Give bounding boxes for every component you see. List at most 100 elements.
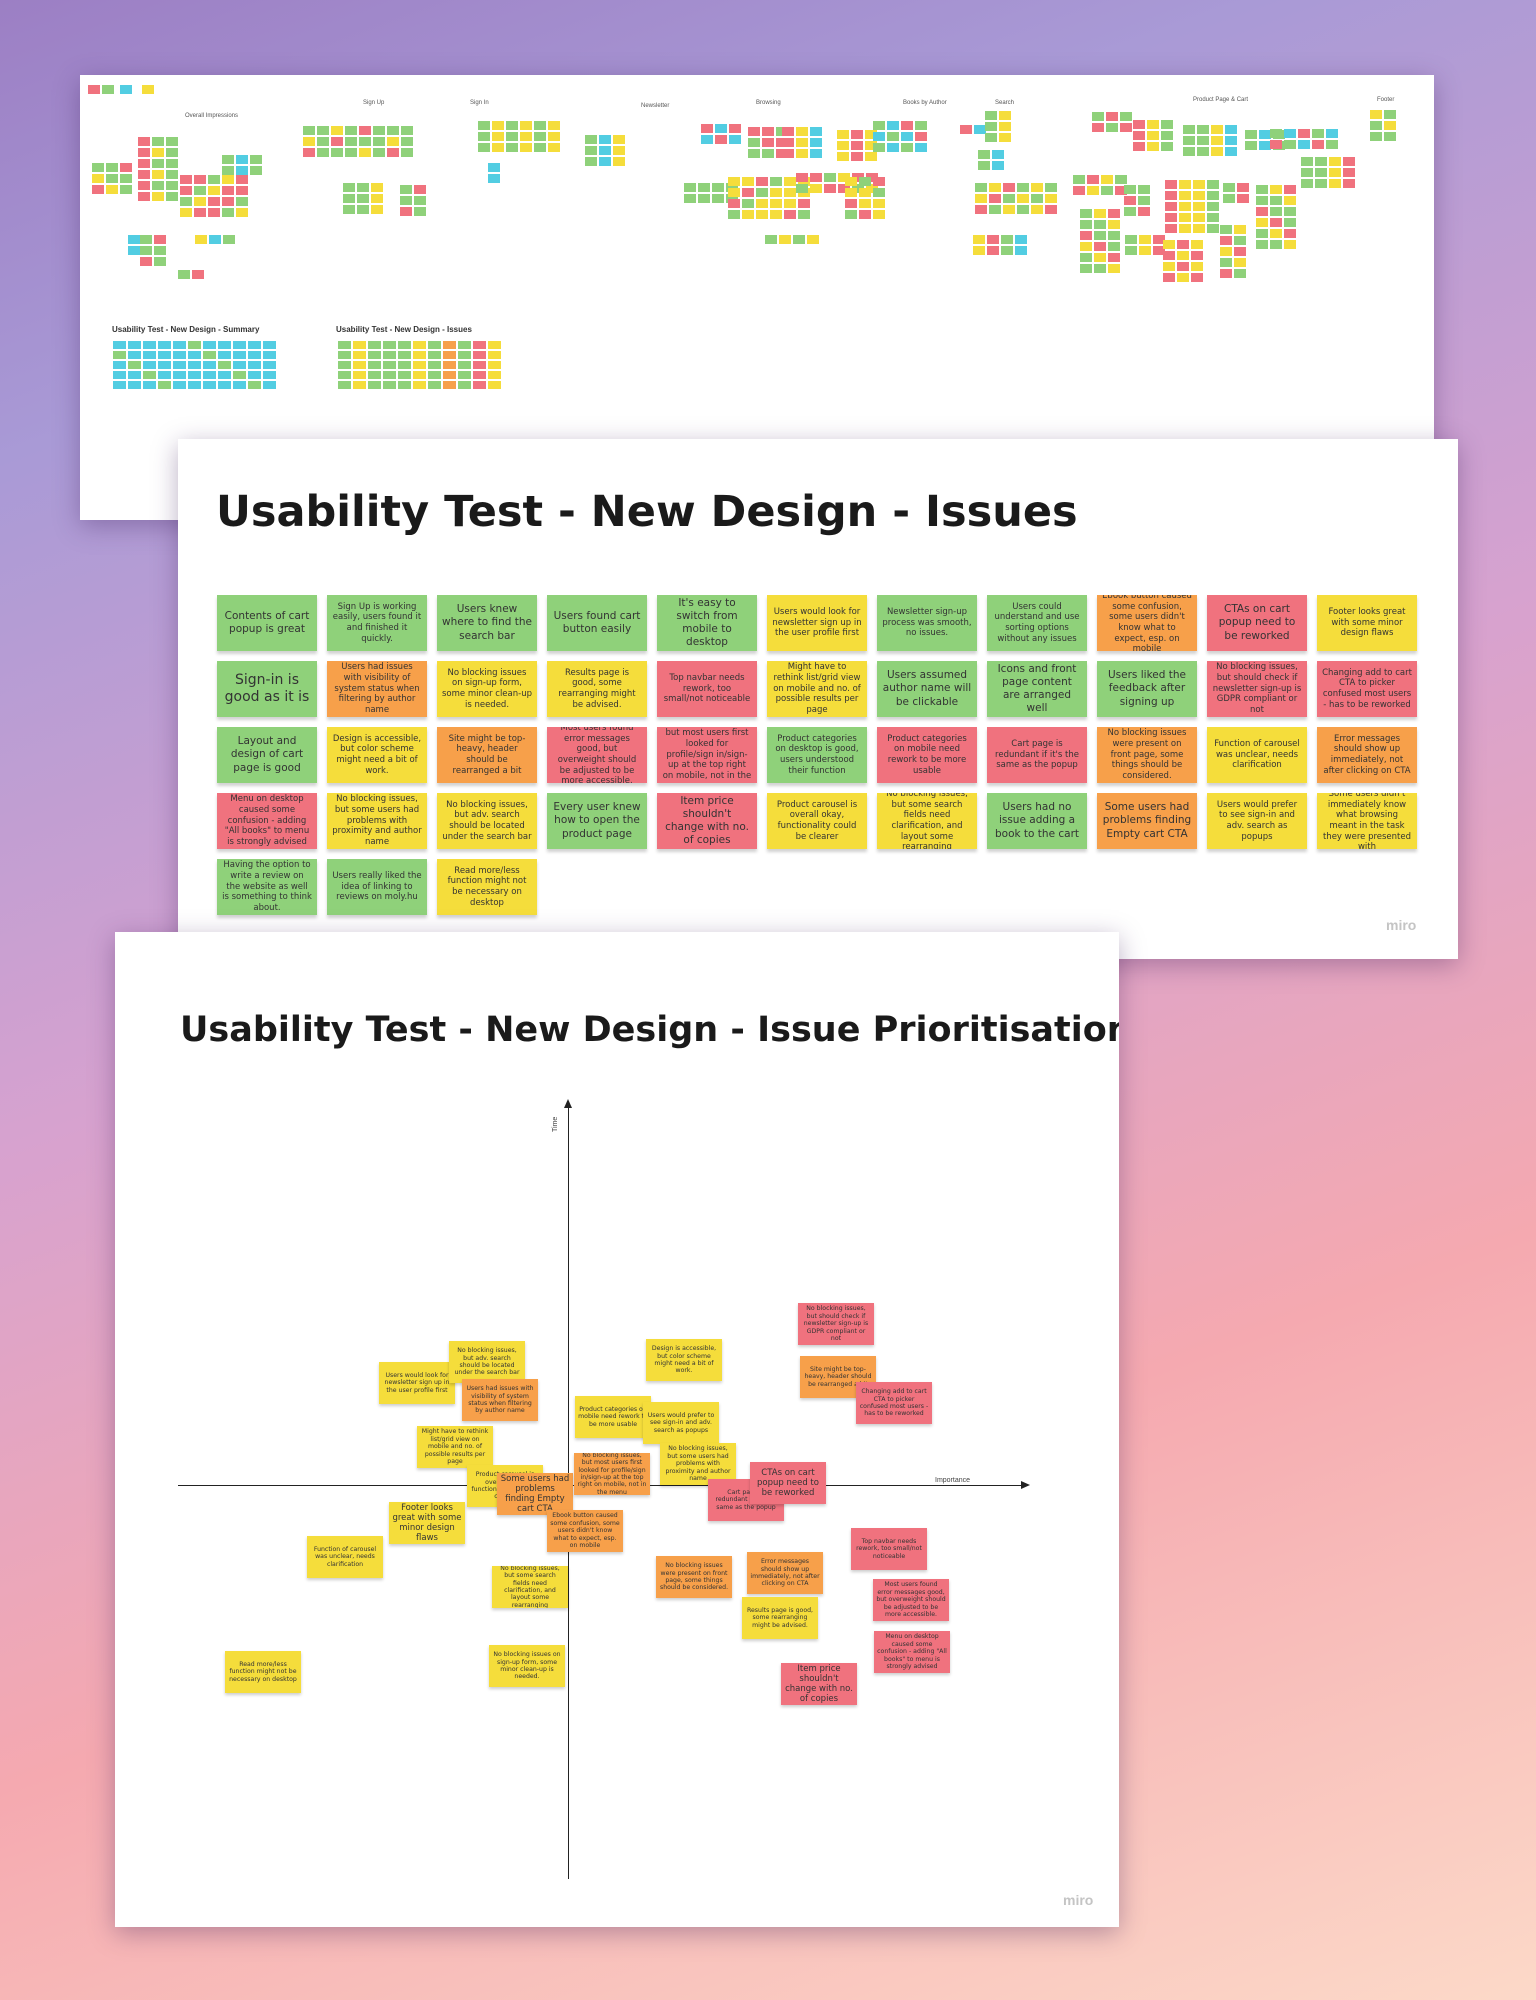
priority-sticky-note[interactable]: CTAs on cart popup need to be reworked xyxy=(750,1462,826,1504)
mini-sticky-note xyxy=(152,137,164,146)
issue-sticky-note[interactable]: No blocking issues, but some users had p… xyxy=(327,793,427,849)
priority-sticky-note[interactable]: Users would prefer to see sign-in and ad… xyxy=(643,1402,719,1444)
issue-sticky-note[interactable]: Users would look for newsletter sign up … xyxy=(767,595,867,651)
priority-sticky-note[interactable]: Menu on desktop caused some confusion - … xyxy=(874,1631,950,1673)
section-label-search: Search xyxy=(995,100,1015,106)
issue-sticky-note[interactable]: Function of carousel was unclear, needs … xyxy=(1207,727,1307,783)
mini-sticky-note xyxy=(978,161,990,170)
issue-sticky-note[interactable]: Top navbar needs rework, too small/not n… xyxy=(657,661,757,717)
priority-sticky-note[interactable]: No blocking issues, but most users first… xyxy=(574,1453,650,1495)
issue-sticky-note[interactable]: Changing add to cart CTA to picker confu… xyxy=(1317,661,1417,717)
issue-sticky-note[interactable]: Users could understand and use sorting o… xyxy=(987,595,1087,651)
mini-sticky-note xyxy=(1161,131,1173,140)
issue-sticky-note[interactable]: CTAs on cart popup need to be reworked xyxy=(1207,595,1307,651)
issue-sticky-note[interactable]: Menu on desktop caused some confusion - … xyxy=(217,793,317,849)
priority-sticky-note[interactable]: Most users found error messages good, bu… xyxy=(873,1579,949,1621)
issue-sticky-note[interactable]: Footer looks great with some minor desig… xyxy=(1317,595,1417,651)
issue-sticky-note[interactable]: No blocking issues, but should check if … xyxy=(1207,661,1307,717)
issue-sticky-note[interactable]: No blocking issues, but adv. search shou… xyxy=(437,793,537,849)
mini-sticky-note xyxy=(548,121,560,130)
mini-sticky-note xyxy=(1191,251,1203,260)
priority-sticky-note[interactable]: Read more/less function might not be nec… xyxy=(225,1651,301,1693)
issue-sticky-note[interactable]: Some users didn't immediately know what … xyxy=(1317,793,1417,849)
priority-sticky-note[interactable]: No blocking issues were present on front… xyxy=(656,1556,732,1598)
issue-sticky-note[interactable]: Icons and front page content are arrange… xyxy=(987,661,1087,717)
issue-sticky-note[interactable]: Sign-in is good as it is xyxy=(217,661,317,717)
issue-sticky-note[interactable]: No blocking issues were present on front… xyxy=(1097,727,1197,783)
issue-sticky-note[interactable]: Users knew where to find the search bar xyxy=(437,595,537,651)
priority-sticky-note[interactable]: Ebook button caused some confusion, some… xyxy=(547,1510,623,1552)
mini-sticky-note xyxy=(128,341,141,349)
priority-sticky-note[interactable]: Item price shouldn't change with no. of … xyxy=(781,1663,857,1705)
mini-sticky-note xyxy=(248,361,261,369)
issue-sticky-note[interactable]: Results page is good, some rearranging m… xyxy=(547,661,647,717)
issue-sticky-note[interactable]: Users really liked the idea of linking t… xyxy=(327,859,427,915)
issue-sticky-note[interactable]: No blocking issues, but some search fiel… xyxy=(877,793,977,849)
mini-sticky-note xyxy=(414,185,426,194)
issue-sticky-note[interactable]: Ebook button caused some confusion, some… xyxy=(1097,595,1197,651)
mini-sticky-note xyxy=(218,341,231,349)
priority-sticky-note[interactable]: Results page is good, some rearranging m… xyxy=(742,1597,818,1639)
priority-sticky-note[interactable]: No blocking issues, but adv. search shou… xyxy=(449,1341,525,1383)
mini-sticky-note xyxy=(398,361,411,369)
issue-sticky-note[interactable]: Cart page is redundant if it's the same … xyxy=(987,727,1087,783)
priority-sticky-note[interactable]: No blocking issues, but should check if … xyxy=(798,1303,874,1345)
priority-sticky-note[interactable]: Design is accessible, but color scheme m… xyxy=(646,1339,722,1381)
priority-sticky-note[interactable]: Error messages should show up immediatel… xyxy=(747,1552,823,1594)
mini-sticky-note xyxy=(992,150,1004,159)
issue-sticky-note[interactable]: Product categories on desktop is good, u… xyxy=(767,727,867,783)
issue-sticky-note[interactable]: Product carousel is overall okay, functi… xyxy=(767,793,867,849)
mini-sticky-note xyxy=(1256,185,1268,194)
issue-sticky-note[interactable]: Every user knew how to open the product … xyxy=(547,793,647,849)
issue-sticky-note[interactable]: Some users had problems finding Empty ca… xyxy=(1097,793,1197,849)
priority-sticky-note[interactable]: Footer looks great with some minor desig… xyxy=(389,1502,465,1544)
mini-sticky-note xyxy=(154,246,166,255)
issue-sticky-note[interactable]: Users liked the feedback after signing u… xyxy=(1097,661,1197,717)
issue-sticky-note[interactable]: Read more/less function might not be nec… xyxy=(437,859,537,915)
priority-sticky-note[interactable]: Changing add to cart CTA to picker confu… xyxy=(856,1382,932,1424)
issue-sticky-note[interactable]: Site might be top-heavy, header should b… xyxy=(437,727,537,783)
mini-sticky-note xyxy=(194,208,206,217)
issue-sticky-note[interactable]: It's easy to switch from mobile to deskt… xyxy=(657,595,757,651)
mini-sticky-note xyxy=(1284,196,1296,205)
priority-sticky-note[interactable]: Function of carousel was unclear, needs … xyxy=(307,1536,383,1578)
issue-sticky-note[interactable]: Users assumed author name will be clicka… xyxy=(877,661,977,717)
issue-sticky-note[interactable]: No blocking issues on sign-up form, some… xyxy=(437,661,537,717)
issue-sticky-note[interactable]: Layout and design of cart page is good xyxy=(217,727,317,783)
issue-sticky-note[interactable]: Users had issues with visibility of syst… xyxy=(327,661,427,717)
priority-sticky-note[interactable]: Site might be top-heavy, header should b… xyxy=(800,1356,876,1398)
priority-sticky-note[interactable]: Might have to rethink list/grid view on … xyxy=(417,1426,493,1468)
issues-board[interactable]: Usability Test - New Design - Issues Con… xyxy=(178,439,1458,959)
priority-sticky-note[interactable]: Product categories on mobile need rework… xyxy=(575,1396,651,1438)
priority-sticky-note[interactable]: Users would look for newsletter sign up … xyxy=(379,1362,455,1404)
prioritisation-board[interactable]: Usability Test - New Design - Issue Prio… xyxy=(115,932,1119,1927)
mini-sticky-note xyxy=(188,371,201,379)
issue-sticky-note[interactable]: Item price shouldn't change with no. of … xyxy=(657,793,757,849)
issue-sticky-note[interactable]: Newsletter sign-up process was smooth, n… xyxy=(877,595,977,651)
issue-sticky-note[interactable]: Error messages should show up immediatel… xyxy=(1317,727,1417,783)
mini-sticky-note xyxy=(765,235,777,244)
issue-sticky-note[interactable]: Design is accessible, but color scheme m… xyxy=(327,727,427,783)
mini-sticky-note xyxy=(1001,246,1013,255)
mini-sticky-note xyxy=(152,170,164,179)
priority-sticky-note[interactable]: No blocking issues, but some search fiel… xyxy=(492,1566,568,1608)
issue-sticky-note[interactable]: Most users found error messages good, bu… xyxy=(547,727,647,783)
mini-sticky-note xyxy=(1207,213,1219,222)
issue-sticky-note[interactable]: Users found cart button easily xyxy=(547,595,647,651)
issue-sticky-note[interactable]: Contents of cart popup is great xyxy=(217,595,317,651)
issue-sticky-note[interactable]: Users would prefer to see sign-in and ad… xyxy=(1207,793,1307,849)
priority-sticky-note[interactable]: No blocking issues on sign-up form, some… xyxy=(489,1645,565,1687)
issue-sticky-note[interactable]: Product categories on mobile need rework… xyxy=(877,727,977,783)
issue-sticky-note[interactable]: No blocking issues, but most users first… xyxy=(657,727,757,783)
issue-sticky-note[interactable]: Users had no issue adding a book to the … xyxy=(987,793,1087,849)
priority-sticky-note[interactable]: Users had issues with visibility of syst… xyxy=(462,1379,538,1421)
priority-sticky-note[interactable]: Top navbar needs rework, too small/not n… xyxy=(851,1528,927,1570)
issue-sticky-note[interactable]: Sign Up is working easily, users found i… xyxy=(327,595,427,651)
issue-sticky-note[interactable]: Having the option to write a review on t… xyxy=(217,859,317,915)
mini-sticky-note xyxy=(1108,264,1120,273)
issue-sticky-note[interactable]: Might have to rethink list/grid view on … xyxy=(767,661,867,717)
mini-sticky-note xyxy=(873,199,885,208)
priority-sticky-note[interactable]: No blocking issues, but some users had p… xyxy=(660,1443,736,1485)
mini-sticky-note xyxy=(712,183,724,192)
priority-sticky-note[interactable]: Some users had problems finding Empty ca… xyxy=(497,1473,573,1515)
